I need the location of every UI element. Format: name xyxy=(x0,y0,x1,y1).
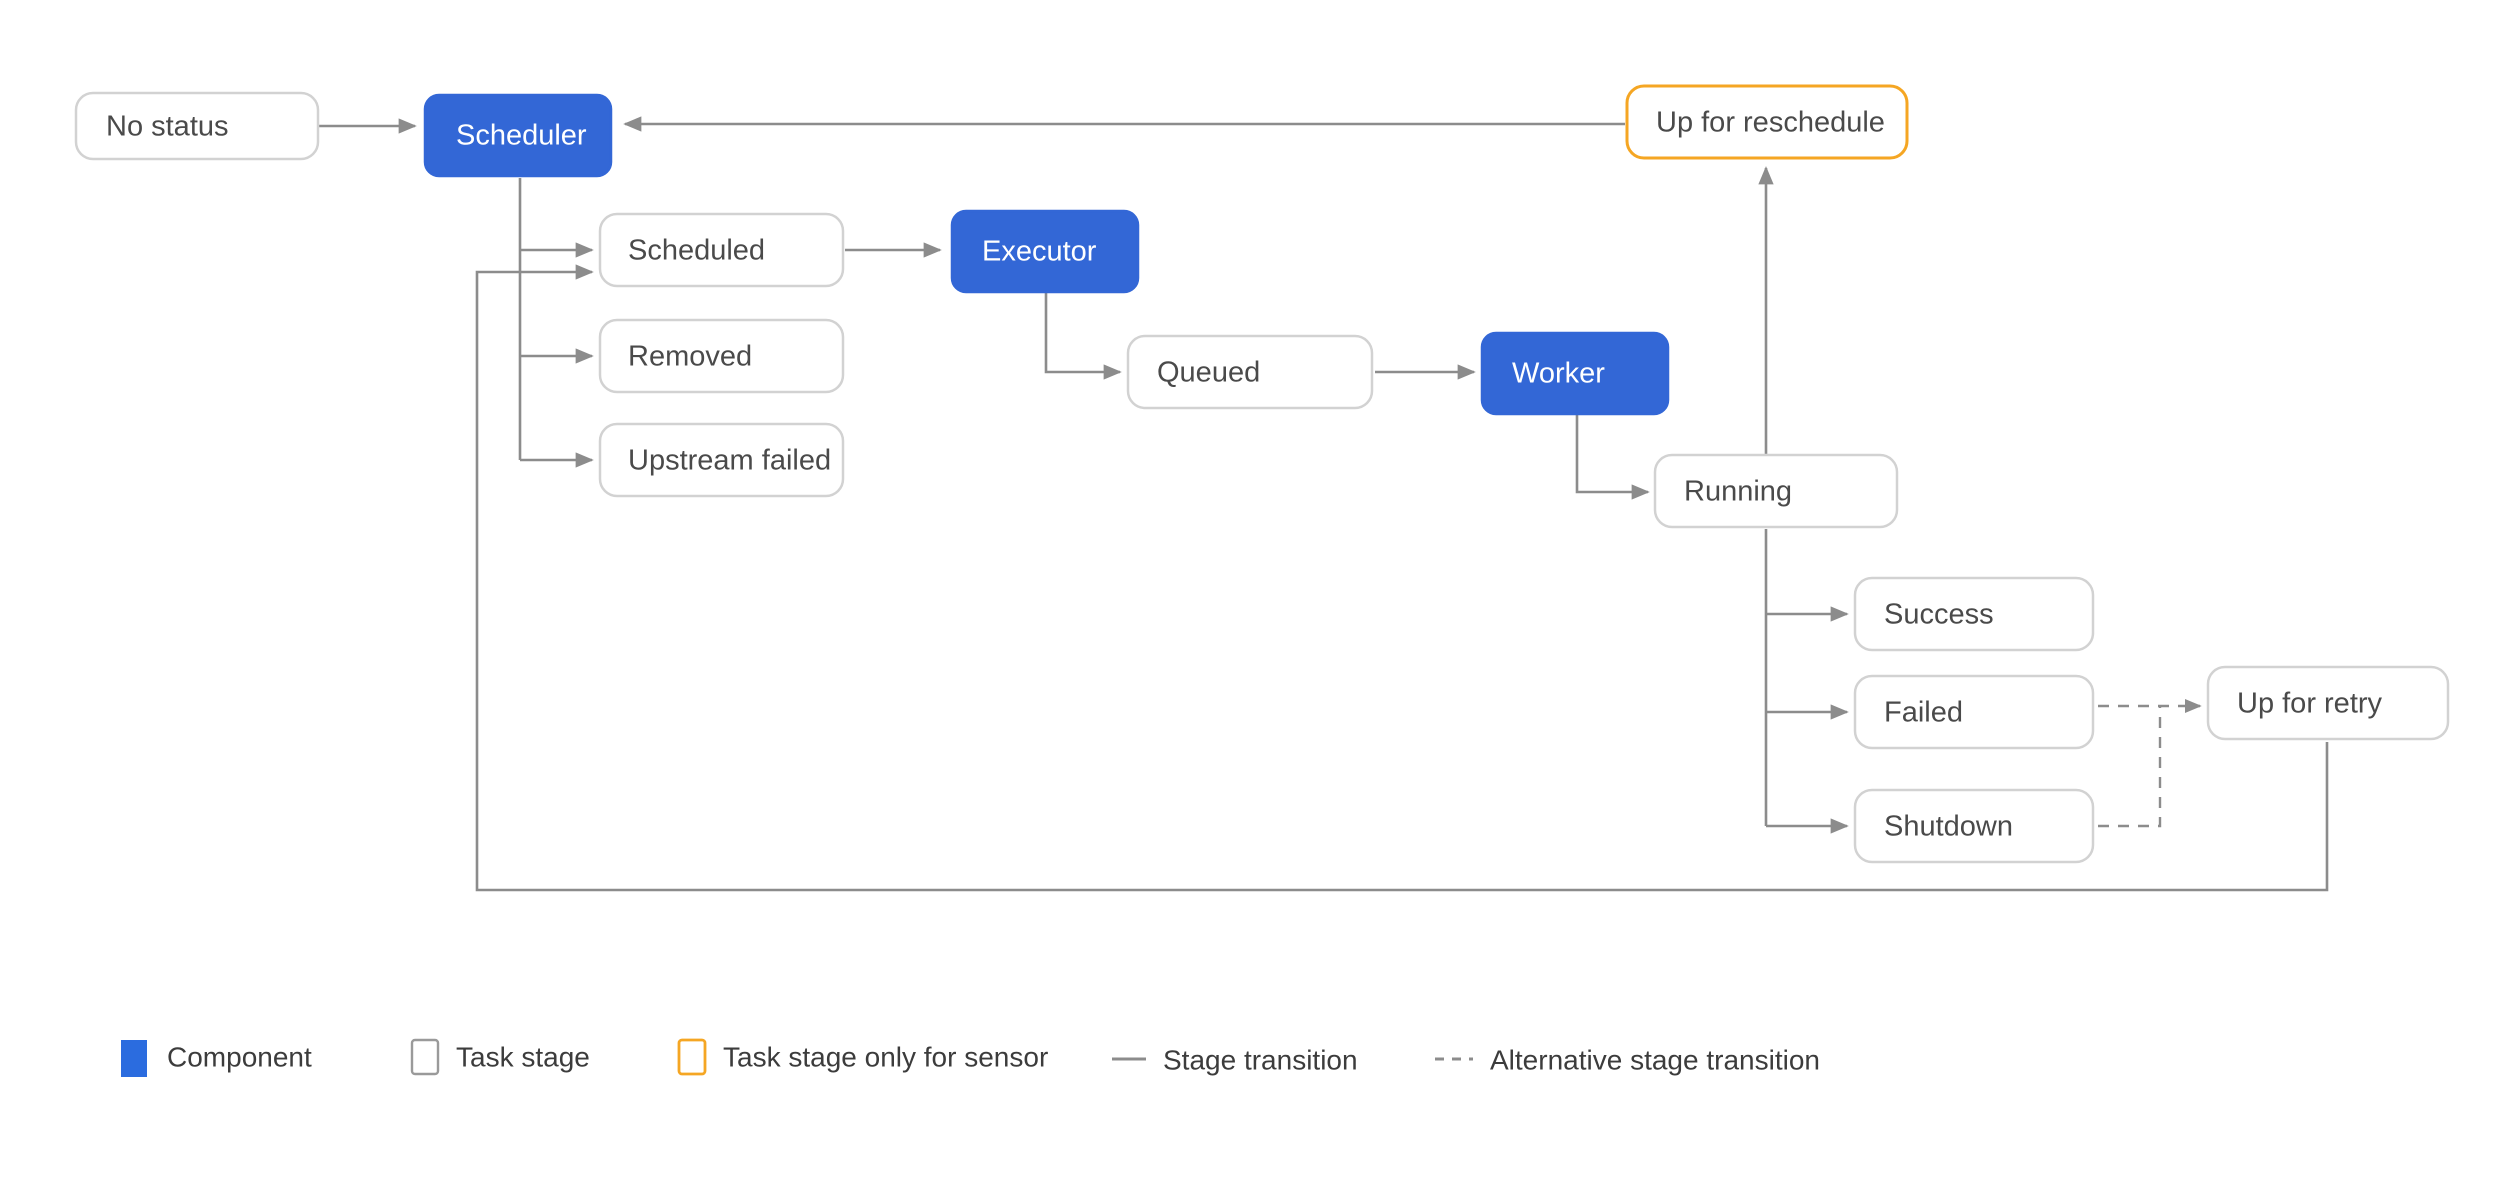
legend-item-component: Component xyxy=(121,1040,312,1077)
node-shutdown-shape[interactable] xyxy=(1853,788,2095,864)
legend-item-task-stage: Task stage xyxy=(410,1038,590,1076)
node-running-label: Running xyxy=(1684,476,1792,508)
legend-label-task-stage-sensor: Task stage only for sensor xyxy=(723,1041,1048,1072)
legend-item-task-stage-sensor: Task stage only for sensor xyxy=(677,1038,1048,1076)
node-scheduler[interactable]: Scheduler xyxy=(423,93,613,178)
node-up-for-retry-label: Up for retry xyxy=(2237,688,2383,720)
node-scheduler-shape[interactable] xyxy=(423,93,613,178)
node-queued-label: Queued xyxy=(1157,357,1260,389)
legend-label-alt-stage-transition: Alternative stage transition xyxy=(1490,1044,1820,1075)
edge-shutdown-to-up-for-retry xyxy=(2098,706,2162,828)
node-up-for-reschedule-label: Up for reschedule xyxy=(1656,107,1885,139)
node-success-label: Success xyxy=(1884,599,1994,631)
legend: Component Task stage Task stage only for… xyxy=(121,1038,1820,1077)
node-failed-shape[interactable] xyxy=(1853,674,2095,750)
edge-up-for-retry-to-scheduled xyxy=(475,264,2329,892)
node-executor-shape[interactable] xyxy=(950,209,1140,294)
legend-label-component: Component xyxy=(167,1041,312,1072)
node-scheduled-shape[interactable] xyxy=(598,212,845,288)
node-scheduler-label: Scheduler xyxy=(456,120,587,152)
node-scheduled[interactable]: Scheduled xyxy=(598,212,845,288)
node-worker[interactable]: Worker xyxy=(1480,331,1670,416)
node-no-status[interactable]: No status xyxy=(74,91,320,161)
node-layer: No status Scheduler Up for reschedule Sc… xyxy=(74,84,2450,864)
legend-swatch-task-stage-sensor-icon xyxy=(677,1038,707,1076)
node-worker-shape[interactable] xyxy=(1480,331,1670,416)
legend-label-stage-transition: Stage transition xyxy=(1163,1044,1358,1075)
node-running[interactable]: Running xyxy=(1653,453,1899,529)
node-scheduled-label: Scheduled xyxy=(628,235,765,267)
edge-executor-to-queued xyxy=(1044,292,1122,380)
legend-item-alt-stage-transition: Alternative stage transition xyxy=(1435,1044,1820,1075)
node-queued-shape[interactable] xyxy=(1126,334,1374,410)
node-success-shape[interactable] xyxy=(1853,576,2095,652)
node-failed-label: Failed xyxy=(1884,697,1963,729)
node-queued[interactable]: Queued xyxy=(1126,334,1374,410)
node-success[interactable]: Success xyxy=(1853,576,2095,652)
node-shutdown[interactable]: Shutdown xyxy=(1853,788,2095,864)
node-no-status-label: No status xyxy=(106,111,229,143)
legend-label-task-stage: Task stage xyxy=(456,1041,590,1072)
node-up-for-reschedule[interactable]: Up for reschedule xyxy=(1625,84,1909,160)
legend-swatch-component-icon xyxy=(121,1040,147,1077)
legend-swatch-task-stage-icon xyxy=(410,1038,440,1076)
node-upstream-failed-label: Upstream failed xyxy=(628,445,831,477)
node-no-status-shape[interactable] xyxy=(74,91,320,161)
node-executor-label: Executor xyxy=(982,236,1097,268)
node-upstream-failed-shape[interactable] xyxy=(598,422,845,498)
node-failed[interactable]: Failed xyxy=(1853,674,2095,750)
edge-worker-to-running xyxy=(1575,415,1650,500)
legend-item-stage-transition: Stage transition xyxy=(1112,1044,1358,1075)
node-worker-label: Worker xyxy=(1512,358,1605,390)
node-up-for-retry[interactable]: Up for retry xyxy=(2206,665,2450,741)
node-removed-label: Removed xyxy=(628,341,752,373)
node-removed-shape[interactable] xyxy=(598,318,845,394)
node-shutdown-label: Shutdown xyxy=(1884,811,2013,843)
node-executor[interactable]: Executor xyxy=(950,209,1140,294)
node-upstream-failed[interactable]: Upstream failed xyxy=(598,422,845,498)
node-running-shape[interactable] xyxy=(1653,453,1899,529)
node-up-for-retry-shape[interactable] xyxy=(2206,665,2450,741)
edge-layer xyxy=(318,116,2329,892)
node-removed[interactable]: Removed xyxy=(598,318,845,394)
node-up-for-reschedule-shape[interactable] xyxy=(1625,84,1909,160)
